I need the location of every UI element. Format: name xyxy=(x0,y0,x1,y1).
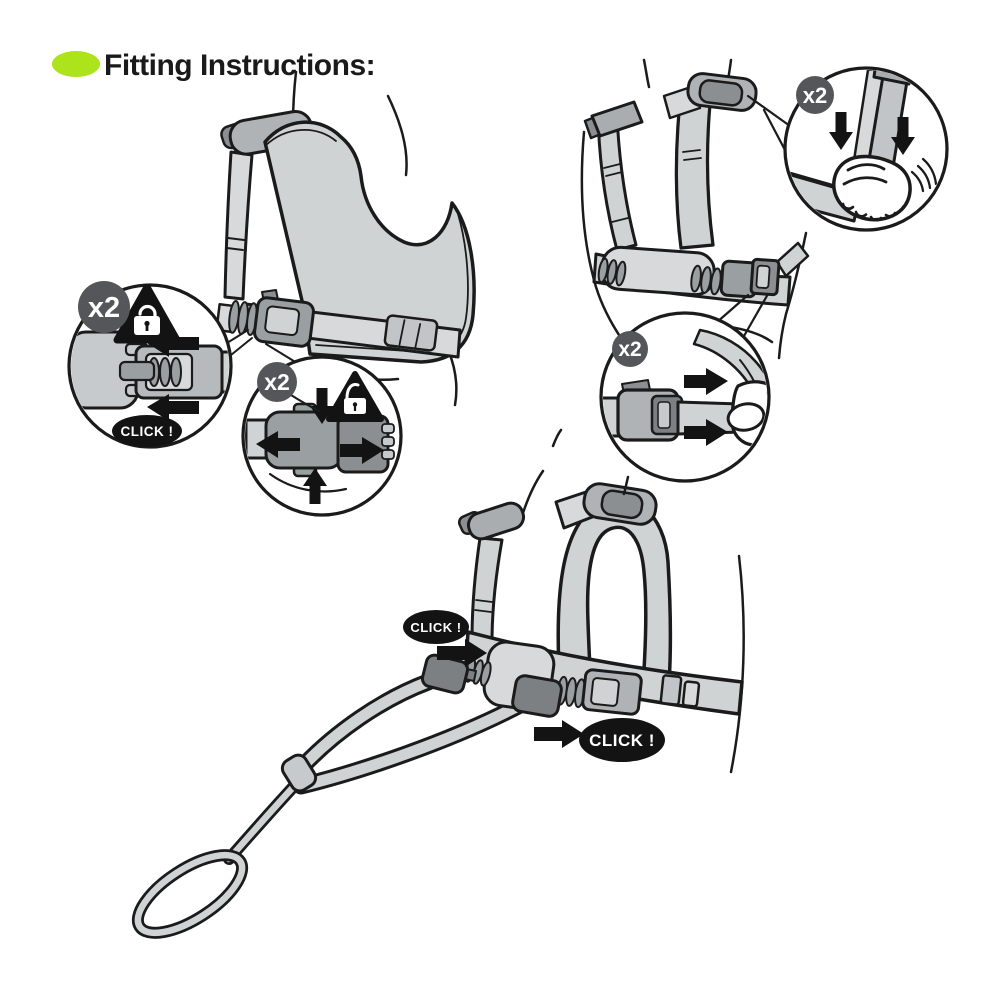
buckle-rib xyxy=(381,449,395,460)
detail-circle-waist-buckle-insert: x2 xyxy=(599,311,771,483)
repeat-badge xyxy=(257,362,297,402)
click-badge-text: CLICK ! xyxy=(121,424,174,439)
belt-adjuster-bars xyxy=(398,319,422,350)
vest-front-illustration xyxy=(215,70,476,407)
spring-coil xyxy=(170,357,182,387)
body-neck-line xyxy=(642,58,651,89)
wrist-loop xyxy=(134,851,246,937)
shoulder-strap xyxy=(596,112,638,252)
strap-tail xyxy=(622,475,630,496)
belt-strap xyxy=(220,350,229,394)
warning-unlock-icon xyxy=(326,371,384,422)
belt-end-strap xyxy=(775,241,810,278)
arrow-left-icon xyxy=(256,431,300,458)
strap-stitch-lines xyxy=(603,163,629,223)
leader-line xyxy=(714,292,770,338)
back-strap xyxy=(674,100,715,250)
leader-line xyxy=(746,94,792,154)
click-badge xyxy=(403,610,469,644)
buckle-rib xyxy=(381,436,395,447)
spring-coil xyxy=(597,257,627,287)
arrow-right-icon xyxy=(437,639,487,667)
strap-stitch-lines xyxy=(682,149,702,161)
arrow-right-icon xyxy=(340,437,384,464)
strap-stitch-lines xyxy=(226,237,245,251)
arrow-left-icon xyxy=(147,394,199,421)
repeat-badge-text: x2 xyxy=(618,338,641,361)
repeat-badge xyxy=(796,76,834,114)
buckle-rib xyxy=(381,423,395,434)
vest-shoulder-line xyxy=(264,129,337,147)
shoulder-pad-inner xyxy=(698,79,744,107)
shoulder-pad xyxy=(590,100,644,138)
click-badge xyxy=(579,718,665,762)
thumb xyxy=(726,402,766,432)
arrow-right-icon xyxy=(684,419,728,446)
hand-icon xyxy=(832,154,938,222)
click-badge xyxy=(112,415,182,447)
title-bullet-icon xyxy=(52,51,100,77)
arrow-down-icon xyxy=(829,112,853,150)
leader-line xyxy=(265,343,298,364)
detail-circle-shoulder-strap-tighten: x2 xyxy=(783,66,949,232)
vest-front-strap xyxy=(223,150,254,301)
repeat-badge-text: x2 xyxy=(264,369,290,395)
arrow-up-icon xyxy=(303,468,327,504)
body-back-line xyxy=(386,94,408,177)
buckle-tongue xyxy=(118,360,156,382)
page-title: Fitting Instructions: xyxy=(52,49,376,82)
shoulder-strap xyxy=(470,536,504,644)
leader-line xyxy=(226,329,253,356)
click-badge-text: CLICK ! xyxy=(589,731,655,750)
repeat-badge xyxy=(78,281,130,333)
body-side-line xyxy=(580,130,623,340)
leader-line xyxy=(290,394,320,412)
arrow-right-icon xyxy=(534,720,584,748)
walking-rein-loop xyxy=(131,673,531,939)
body-neck-line xyxy=(521,469,545,515)
spring-coil xyxy=(159,357,171,387)
belt-adjuster xyxy=(383,314,439,352)
buckle-slot xyxy=(657,401,671,429)
body-hip-line xyxy=(447,350,458,407)
detail-circle-chest-buckle-release: x2 xyxy=(241,355,403,517)
arrow-down-icon xyxy=(891,117,915,155)
body-neck-line xyxy=(551,428,563,448)
harness-rein-illustration: CLICK ! CLICK ! xyxy=(131,428,745,939)
rein-keeper xyxy=(280,753,318,793)
detail-circle-chest-buckle-fasten: x2 CLICK ! xyxy=(67,281,233,449)
click-badge-text: CLICK ! xyxy=(410,620,461,635)
vest-body-panel xyxy=(263,120,476,364)
repeat-badge-text: x2 xyxy=(803,83,827,108)
arrow-right-icon xyxy=(684,368,728,395)
spring-coil xyxy=(690,264,722,296)
waist-buckle-window xyxy=(755,264,771,289)
body-side-line xyxy=(729,554,745,774)
rein-centre-buckle-male xyxy=(511,674,563,718)
strap-contour-line xyxy=(268,472,348,493)
belt-adjuster xyxy=(659,674,683,706)
belt-end xyxy=(681,680,701,708)
chest-buckle-window xyxy=(264,305,301,337)
warning-lock-icon xyxy=(113,283,181,344)
repeat-badge-text: x2 xyxy=(88,292,120,324)
buckle-window xyxy=(590,677,620,707)
repeat-badge xyxy=(612,331,648,367)
harness-back-illustration xyxy=(580,58,810,360)
page-title-text: Fitting Instructions: xyxy=(104,49,375,82)
strap-stitch-lines xyxy=(474,599,493,613)
shoulder-pad xyxy=(466,501,526,541)
shoulder-pad-inner xyxy=(600,489,644,520)
